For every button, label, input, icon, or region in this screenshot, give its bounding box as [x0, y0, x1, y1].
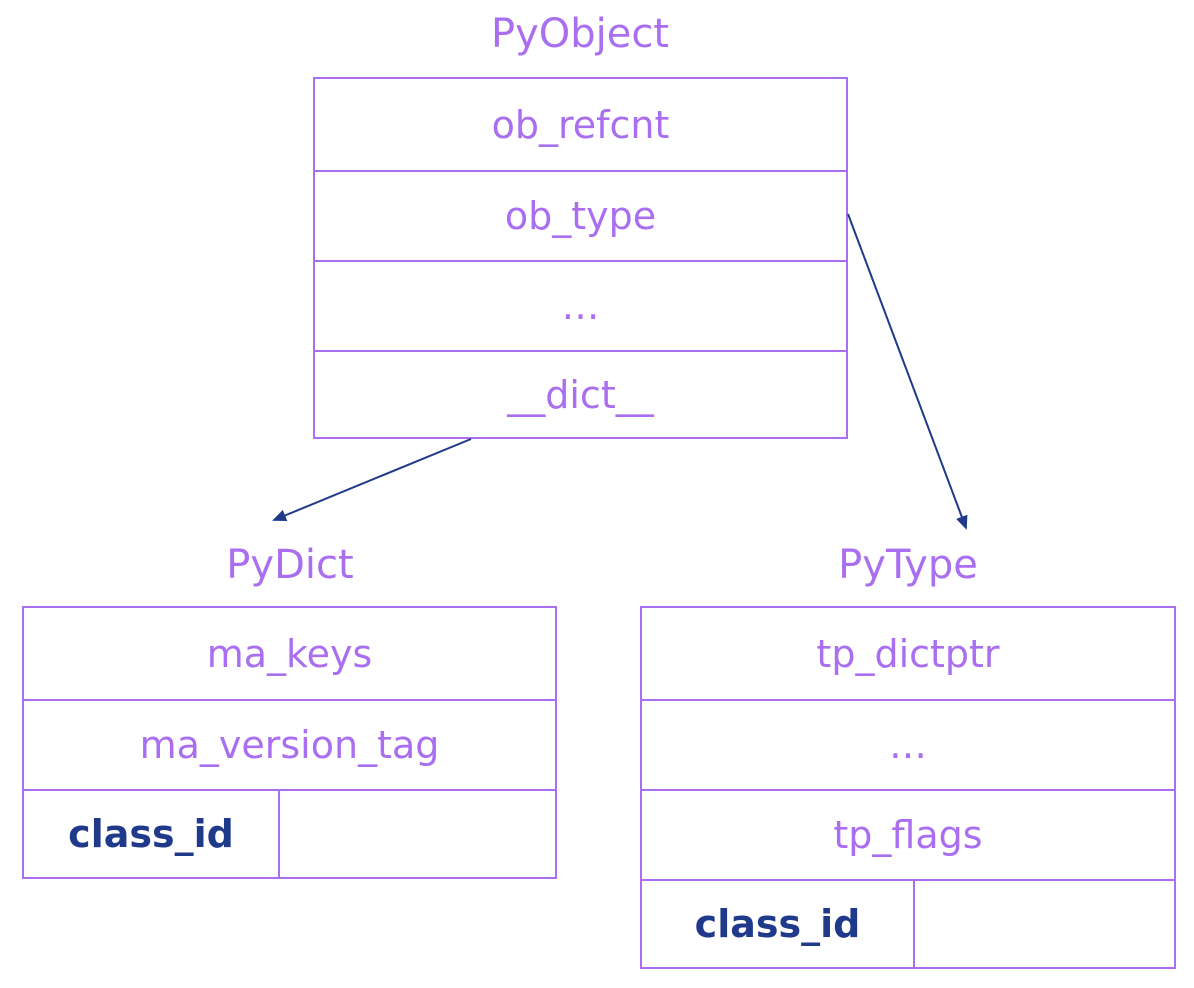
pydict-title: PyDict — [226, 542, 354, 588]
pydict-struct: ma_keys ma_version_tag class_id — [22, 606, 557, 879]
pytype-title: PyType — [838, 542, 978, 588]
class-id-row: class_id — [24, 789, 555, 877]
class-id-row: class_id — [642, 879, 1174, 967]
pyobject-struct: ob_refcnt ob_type … __dict__ — [313, 77, 848, 439]
pytype-struct: tp_dictptr … tp_flags class_id — [640, 606, 1176, 969]
field-ob-refcnt: ob_refcnt — [491, 102, 670, 147]
field-ob-type: ob_type — [315, 170, 846, 260]
field-dict: __dict__ — [315, 350, 846, 437]
field-tp-flags: tp_flags — [642, 789, 1174, 879]
field-ellipsis: … — [642, 699, 1174, 789]
class-id-label: class_id — [642, 881, 915, 967]
field-tp-dictptr: tp_dictptr — [816, 631, 1000, 676]
field-ma-version-tag: ma_version_tag — [24, 699, 555, 789]
arrow-type-to-pytype — [847, 213, 968, 530]
field-ma-keys: ma_keys — [206, 631, 373, 676]
pyobject-title: PyObject — [490, 11, 670, 57]
field-ellipsis: … — [315, 260, 846, 350]
arrow-dict-to-pydict — [272, 438, 472, 521]
class-id-label: class_id — [24, 791, 280, 877]
